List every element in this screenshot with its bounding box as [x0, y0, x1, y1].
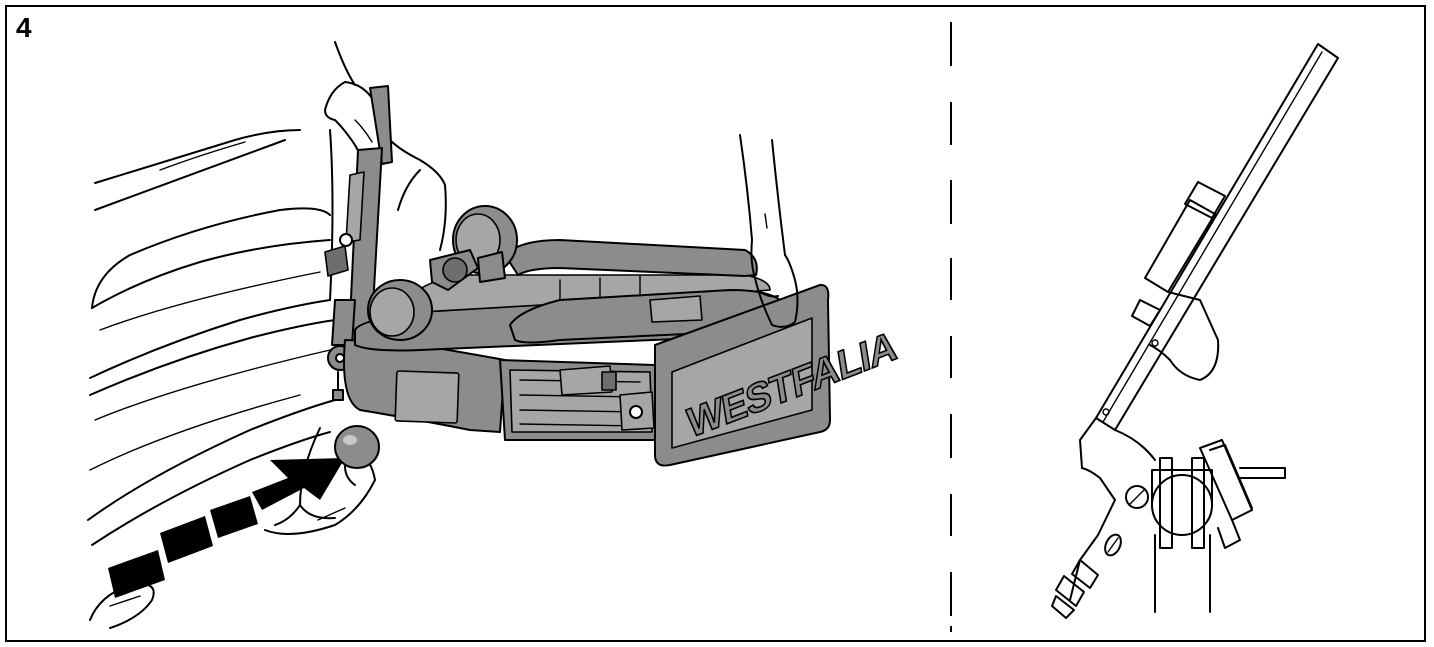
step-number: 4: [16, 12, 32, 43]
bike-carrier-icon: WESTFALIA: [343, 205, 900, 467]
hand-icon: [739, 134, 799, 328]
car-rear-illustration: [87, 129, 336, 546]
hand-icon: [89, 583, 155, 629]
tow-ball-icon: [264, 425, 380, 535]
coupling-detail-view: [1051, 43, 1339, 619]
push-direction-arrow: [108, 458, 345, 598]
